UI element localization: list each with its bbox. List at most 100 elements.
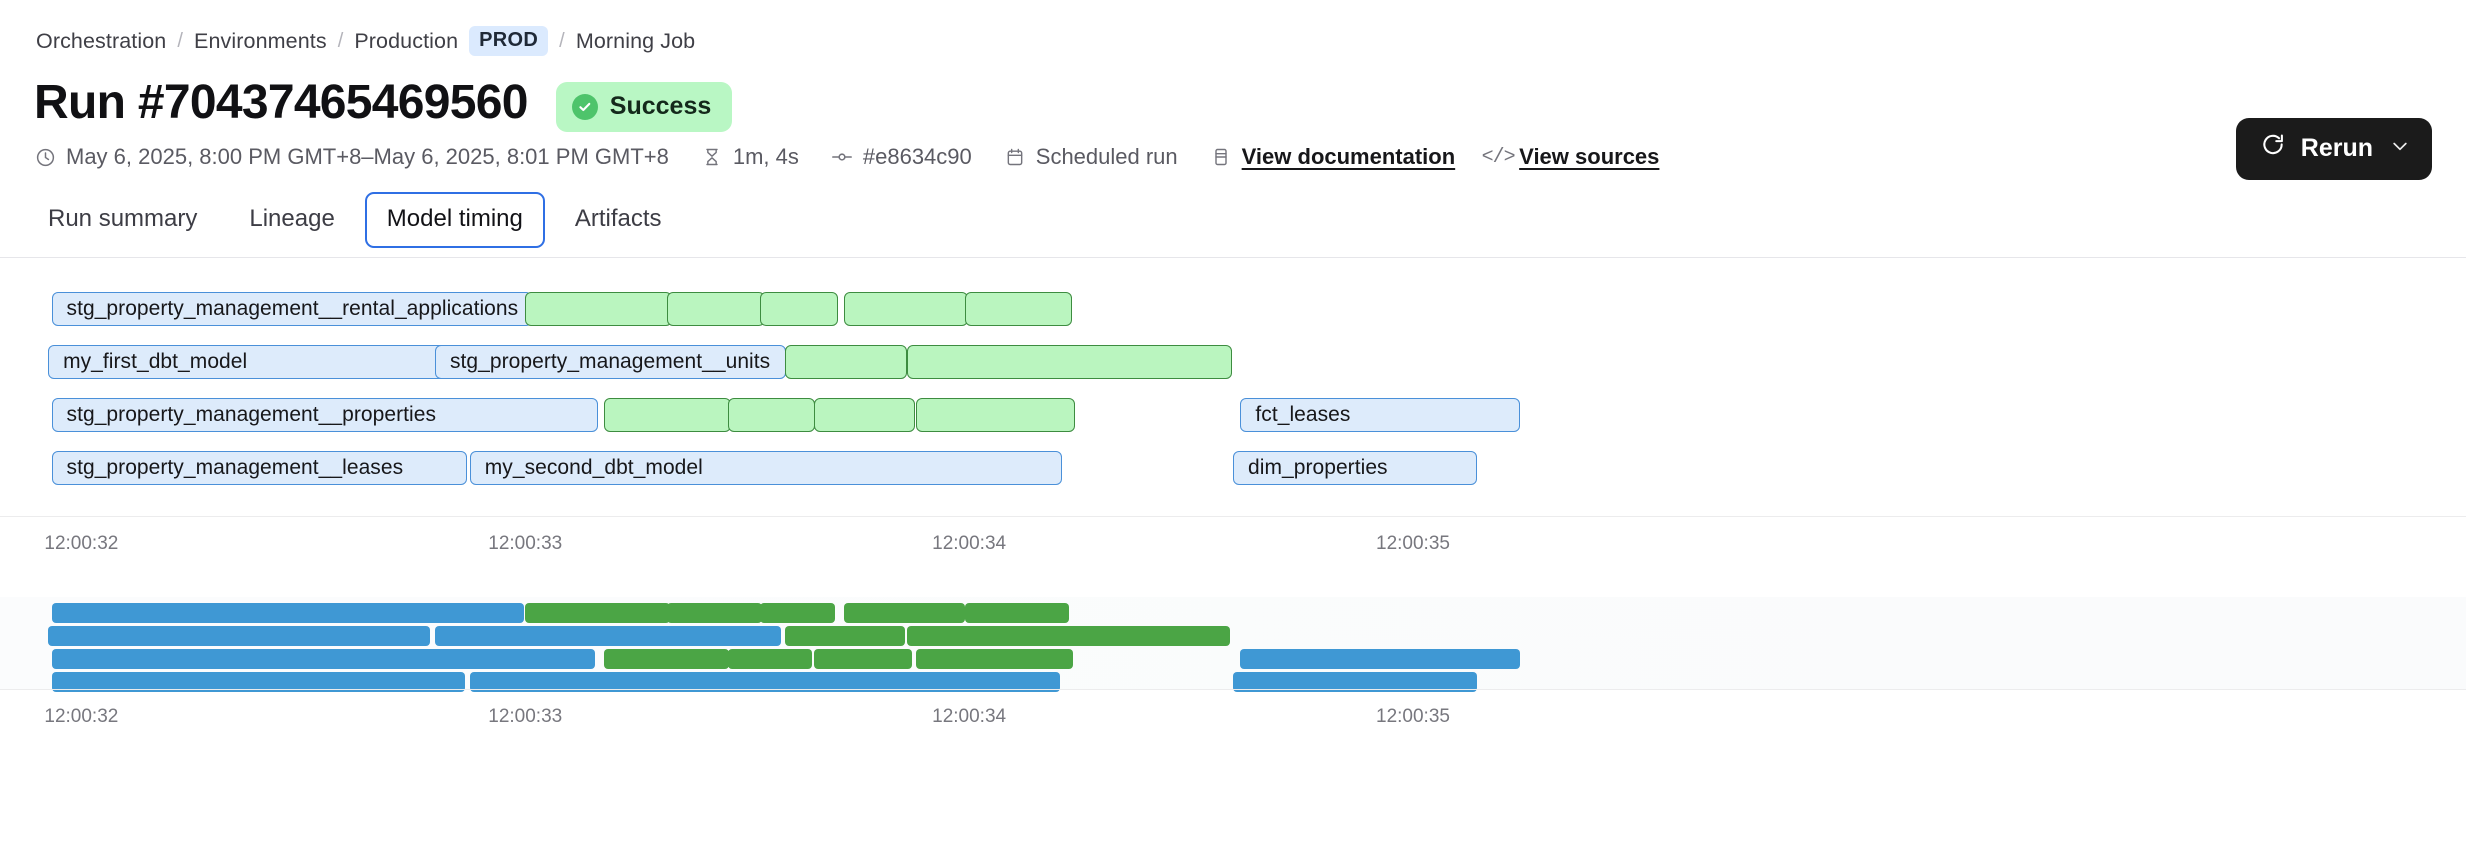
gantt-bar-label: stg_property_management__rental_applicat… [66, 297, 519, 321]
overview-row [0, 626, 2466, 647]
gantt-bar-label: my_second_dbt_model [484, 456, 703, 480]
gantt-bar-label: stg_property_management__leases [66, 456, 404, 480]
axis-tick-label: 12:00:34 [932, 533, 1007, 555]
gantt-bar-fct_leases[interactable]: fct_leases [1240, 398, 1521, 433]
gantt-bar-stg_property_management__properties[interactable]: stg_property_management__properties [51, 398, 598, 433]
gantt-bar-label: dim_properties [1248, 456, 1388, 480]
tab-run-summary[interactable]: Run summary [48, 205, 198, 233]
gantt-bar-label: stg_property_management__properties [66, 403, 437, 427]
gantt-bar-segment[interactable] [907, 345, 1233, 380]
overview-bar-segment[interactable] [843, 603, 966, 624]
meta-commit: #e8634c90 [831, 144, 972, 170]
meta-timerange: May 6, 2025, 8:00 PM GMT+8–May 6, 2025, … [34, 144, 669, 170]
gantt-bar-stg_property_management__units[interactable]: stg_property_management__units [435, 345, 787, 380]
overview-bar-segment[interactable] [760, 603, 836, 624]
refresh-icon [2260, 132, 2286, 165]
gantt-bar-segment[interactable] [667, 292, 765, 327]
overview-bar-segment[interactable] [48, 626, 431, 647]
status-badge-label: Success [609, 92, 712, 121]
gantt-bar-segment[interactable] [916, 398, 1076, 433]
tab-artifacts[interactable]: Artifacts [574, 205, 662, 233]
overview-row [0, 649, 2466, 670]
overview-row [0, 603, 2466, 624]
gantt-bar-stg_property_management__rental_applications[interactable]: stg_property_management__rental_applicat… [51, 292, 533, 327]
gantt-bar-label: my_first_dbt_model [63, 350, 248, 374]
breadcrumb-separator: / [337, 29, 344, 52]
gantt-bar-segment[interactable] [728, 398, 815, 433]
gantt-bar-segment[interactable] [760, 292, 838, 327]
gantt-row: stg_property_management__rental_applicat… [0, 292, 2466, 327]
gantt-bar-segment[interactable] [784, 345, 907, 380]
overview-bar-segment[interactable] [1233, 672, 1478, 693]
hourglass-icon [701, 146, 723, 168]
overview-bar-segment[interactable] [469, 672, 1061, 693]
meta-documentation-link[interactable]: View documentation [1241, 144, 1456, 170]
meta-documentation[interactable]: View documentation [1210, 144, 1456, 170]
gantt-bar-label: stg_property_management__units [450, 350, 771, 374]
axis-tick-label: 12:00:34 [932, 706, 1007, 728]
meta-sources[interactable]: </> View sources [1481, 144, 1660, 170]
overview-row [0, 672, 2466, 693]
breadcrumb-item-production[interactable]: Production [354, 28, 459, 53]
git-commit-icon [831, 146, 853, 168]
breadcrumb-separator: / [559, 29, 565, 52]
overview-bar-segment[interactable] [51, 603, 524, 624]
tab-lineage[interactable]: Lineage [249, 205, 335, 233]
axis-tick-label: 12:00:32 [44, 533, 119, 555]
title-row: Run #70437465469560 Success [0, 56, 2466, 133]
gantt-bar-stg_property_management__leases[interactable]: stg_property_management__leases [51, 451, 468, 486]
calendar-icon [1004, 146, 1026, 168]
meta-duration: 1m, 4s [701, 144, 799, 170]
gantt-bar-segment[interactable] [965, 292, 1073, 327]
gantt-bar-label: fct_leases [1255, 403, 1351, 427]
axis-tick-label: 12:00:33 [488, 533, 563, 555]
overview-bar-segment[interactable] [1240, 649, 1521, 670]
gantt-row: stg_property_management__leases my_second… [0, 451, 2466, 486]
gantt-bar-my_second_dbt_model[interactable]: my_second_dbt_model [469, 451, 1062, 486]
overview-bar-segment[interactable] [916, 649, 1073, 670]
tab-model-timing[interactable]: Model timing [364, 192, 545, 249]
axis-tick-label: 12:00:32 [44, 706, 119, 728]
gantt-bar-segment[interactable] [524, 292, 673, 327]
gantt-overview-axis: 12:00:32 12:00:33 12:00:34 12:00:35 [0, 689, 2466, 736]
meta-sources-link[interactable]: View sources [1519, 144, 1660, 170]
code-icon: </> [1481, 145, 1516, 169]
gantt-bar-segment[interactable] [813, 398, 915, 433]
breadcrumb-item-environments[interactable]: Environments [194, 28, 327, 53]
meta-trigger-label: Scheduled run [1035, 144, 1178, 170]
chevron-down-icon[interactable] [2390, 136, 2410, 162]
breadcrumb-item-orchestration[interactable]: Orchestration [36, 28, 167, 53]
overview-bar-segment[interactable] [667, 603, 762, 624]
rerun-button[interactable]: Rerun [2235, 118, 2432, 180]
overview-bar-segment[interactable] [51, 672, 465, 693]
overview-bar-segment[interactable] [907, 626, 1230, 647]
overview-bar-segment[interactable] [813, 649, 913, 670]
overview-bar-segment[interactable] [784, 626, 905, 647]
breadcrumb-item-morning-job[interactable]: Morning Job [575, 28, 696, 53]
book-icon [1210, 146, 1232, 168]
overview-bar-segment[interactable] [435, 626, 782, 647]
check-circle-icon [571, 93, 598, 120]
gantt-bar-segment[interactable] [843, 292, 968, 327]
gantt-overview[interactable] [0, 597, 2466, 693]
overview-bar-segment[interactable] [524, 603, 670, 624]
overview-bar-segment[interactable] [965, 603, 1070, 624]
overview-bar-segment[interactable] [51, 649, 596, 670]
breadcrumb: Orchestration / Environments / Productio… [0, 0, 2466, 56]
overview-bar-segment[interactable] [604, 649, 729, 670]
gantt-main: stg_property_management__rental_applicat… [0, 292, 2466, 508]
meta-trigger: Scheduled run [1004, 144, 1178, 170]
overview-bar-segment[interactable] [728, 649, 813, 670]
axis-tick-label: 12:00:33 [488, 706, 563, 728]
model-timing-chart: stg_property_management__rental_applicat… [0, 292, 2466, 736]
gantt-bar-dim_properties[interactable]: dim_properties [1233, 451, 1478, 486]
gantt-bar-my_first_dbt_model[interactable]: my_first_dbt_model [48, 345, 458, 380]
gantt-bar-segment[interactable] [604, 398, 732, 433]
breadcrumb-badge-prod: PROD [469, 26, 549, 56]
gantt-row: stg_property_management__properties fct_l… [0, 398, 2466, 433]
page-title: Run #70437465469560 [34, 76, 528, 129]
breadcrumb-separator: / [177, 29, 184, 52]
rerun-button-label: Rerun [2300, 134, 2373, 162]
axis-tick-label: 12:00:35 [1376, 706, 1450, 728]
